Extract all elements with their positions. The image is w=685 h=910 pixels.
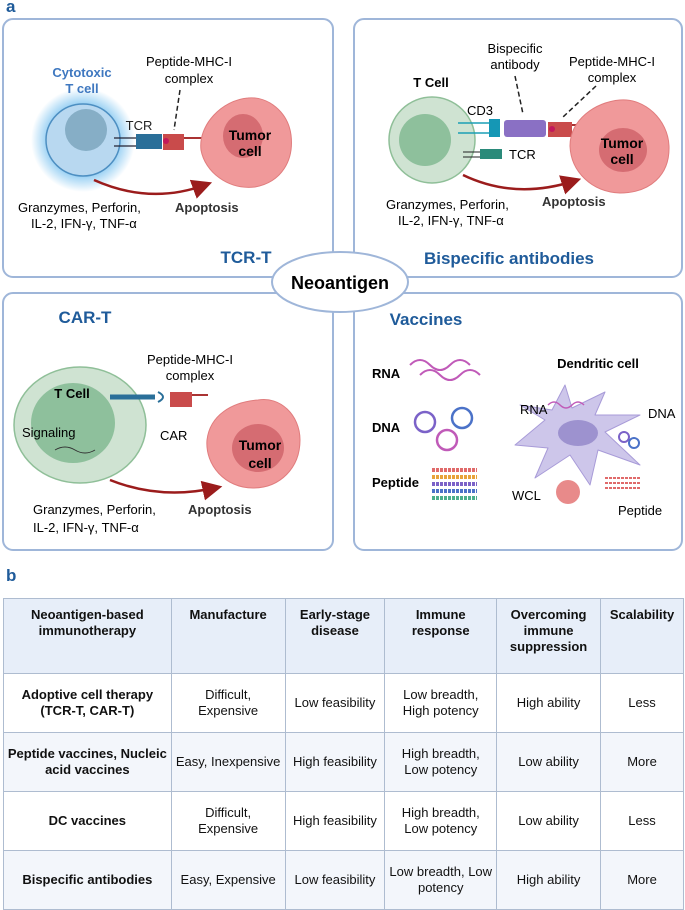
table-cell: High breadth, Low potency <box>384 732 498 792</box>
pmhc-label: Peptide-MHC-I <box>146 54 232 69</box>
panel-title-bispecific: Bispecific antibodies <box>424 249 594 268</box>
tumor-label: cell <box>248 455 271 471</box>
column-header: Immune response <box>384 598 498 674</box>
pmhc-label: complex <box>165 71 214 86</box>
neoantigen-label: Neoantigen <box>291 273 389 293</box>
row-header: DC vaccines <box>3 791 172 851</box>
bispecific-diagram: T Cell CD3 TCR Bispecific antibody Pepti… <box>386 41 670 268</box>
apoptosis-label: Apoptosis <box>542 194 606 209</box>
column-header: Early-stage disease <box>284 598 386 674</box>
tcrt-diagram: Cytotoxic T cell TCR Peptide-MHC-I compl… <box>18 54 292 267</box>
peptide-label: Peptide <box>372 475 419 490</box>
column-header: Neoantigen-based immunotherapy <box>3 598 172 674</box>
signaling-label: Signaling <box>22 425 76 440</box>
row-header: Peptide vaccines, Nucleic acid vaccines <box>3 732 172 792</box>
cell-label: Cytotoxic <box>52 65 111 80</box>
dc-rna-label: RNA <box>520 402 548 417</box>
peptide-icon <box>432 468 477 500</box>
cell-label: T Cell <box>413 75 448 90</box>
cytokines-label: Granzymes, Perforin, <box>386 197 509 212</box>
rna-label: RNA <box>372 366 401 381</box>
dc-dna-label: DNA <box>648 406 676 421</box>
table-cell: High feasibility <box>284 791 386 851</box>
cd3-label: CD3 <box>467 103 493 118</box>
table-row: DC vaccines Difficult, Expensive High fe… <box>3 791 684 851</box>
row-header: Adoptive cell therapy (TCR-T, CAR-T) <box>3 673 172 733</box>
table-cell: Low ability <box>496 732 602 792</box>
tumor-label: cell <box>238 143 261 159</box>
comparison-table: Neoantigen-based immunotherapy Manufactu… <box>3 598 684 910</box>
pmhc-label: Peptide-MHC-I <box>147 352 233 367</box>
pmhc-label: Peptide-MHC-I <box>569 54 655 69</box>
apoptosis-label: Apoptosis <box>175 200 239 215</box>
dc-peptide-label: Peptide <box>618 503 662 518</box>
table-header-row: Neoantigen-based immunotherapy Manufactu… <box>3 598 684 674</box>
cytokines-label: Granzymes, Perforin, <box>18 200 141 215</box>
panel-title-tcrt: TCR-T <box>221 248 273 267</box>
column-header: Manufacture <box>170 598 286 674</box>
tumor-label: Tumor <box>229 127 272 143</box>
figure-a: Cytotoxic T cell TCR Peptide-MHC-I compl… <box>2 18 683 551</box>
table-cell: More <box>600 850 684 910</box>
cell-label: T cell <box>65 81 98 96</box>
table-cell: Easy, Expensive <box>170 850 286 910</box>
table-cell: High feasibility <box>284 732 386 792</box>
cytokines-label: IL-2, IFN-γ, TNF-α <box>398 213 504 228</box>
table-cell: Low ability <box>496 791 602 851</box>
panel-label-b: b <box>6 566 17 585</box>
cytokines-label: IL-2, IFN-γ, TNF-α <box>33 520 139 535</box>
antibody-label: antibody <box>490 57 540 72</box>
rna-icon <box>409 359 481 381</box>
panel-label-a: a <box>6 0 16 16</box>
table-cell: Difficult, Expensive <box>170 791 286 851</box>
tumor-label: Tumor <box>601 135 644 151</box>
neoantigen-node <box>271 251 409 313</box>
antibody-label: Bispecific <box>488 41 543 56</box>
tumor-label: Tumor <box>239 437 282 453</box>
dendritic-cell-label: Dendritic cell <box>557 356 639 371</box>
table-cell: Low feasibility <box>284 850 386 910</box>
table-cell: High breadth, Low potency <box>384 791 498 851</box>
wcl-icon <box>556 480 580 504</box>
table-row: Peptide vaccines, Nucleic acid vaccines … <box>3 732 684 792</box>
table-cell: High ability <box>496 673 602 733</box>
table-cell: Low breadth, Low potency <box>384 850 498 910</box>
table-cell: Low breadth, High potency <box>384 673 498 733</box>
table-cell: Less <box>600 791 684 851</box>
row-header: Bispecific antibodies <box>3 850 172 910</box>
apoptosis-label: Apoptosis <box>188 502 252 517</box>
table-cell: Difficult, Expensive <box>170 673 286 733</box>
pmhc-label: complex <box>166 368 215 383</box>
table-cell: Less <box>600 673 684 733</box>
panel-title-cart: CAR-T <box>59 308 112 327</box>
table-row: Bispecific antibodies Easy, Expensive Lo… <box>3 850 684 910</box>
pmhc-label: complex <box>588 70 637 85</box>
table-cell: Easy, Inexpensive <box>170 732 286 792</box>
dna-plasmid-icon <box>413 406 474 452</box>
tumor-label: cell <box>610 151 633 167</box>
column-header: Overcoming immune suppression <box>496 598 602 674</box>
cytokines-label: Granzymes, Perforin, <box>33 502 156 517</box>
panel-title-vaccines: Vaccines <box>390 310 463 329</box>
table-row: Adoptive cell therapy (TCR-T, CAR-T) Dif… <box>3 673 684 733</box>
table-cell: More <box>600 732 684 792</box>
tcr-label: TCR <box>509 147 536 162</box>
dna-label: DNA <box>372 420 401 435</box>
column-header: Scalability <box>600 598 684 674</box>
cell-label: T Cell <box>54 386 89 401</box>
vaccines-diagram: Vaccines RNA DNA Peptide Dendritic cell … <box>372 310 676 518</box>
table-cell: High ability <box>496 850 602 910</box>
cart-diagram: T Cell Signaling CAR Peptide-MHC-I compl… <box>13 308 301 535</box>
tcr-label: TCR <box>126 118 153 133</box>
car-label: CAR <box>160 428 187 443</box>
cytokines-label: IL-2, IFN-γ, TNF-α <box>31 216 137 231</box>
panel-bispecific <box>353 18 683 278</box>
dc-wcl-label: WCL <box>512 488 541 503</box>
table-cell: Low feasibility <box>284 673 386 733</box>
